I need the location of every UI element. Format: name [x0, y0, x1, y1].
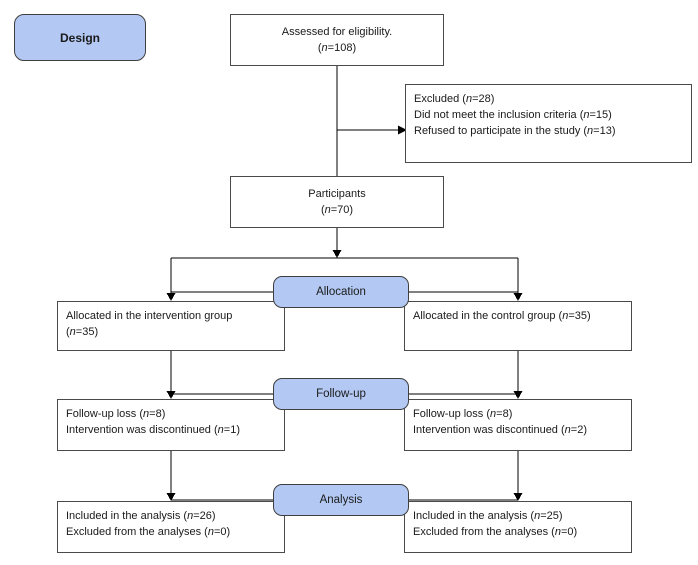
assessed-line1: Assessed for eligibility. — [281, 26, 393, 38]
arrow-down-icon — [513, 493, 523, 501]
allocation-control-box: Allocated in the control group (n=35) — [404, 301, 632, 351]
arrow-down-icon — [166, 293, 176, 301]
excluded-line2: Did not meet the inclusion criteria (n=1… — [414, 109, 612, 121]
stage-allocation: Allocation — [273, 276, 409, 308]
arrow-down-icon — [513, 293, 523, 301]
design-label-box: Design — [14, 14, 146, 61]
assessed-line2: (n=108) — [317, 42, 357, 54]
allocation-intervention-line2: (n=35) — [66, 326, 99, 338]
allocation-control-line1: Allocated in the control group (n=35) — [413, 310, 591, 322]
excluded-line3: Refused to participate in the study (n=1… — [414, 125, 616, 137]
followup-intervention-box: Follow-up loss (n=8) Intervention was di… — [57, 399, 285, 451]
design-label: Design — [59, 30, 100, 45]
allocation-intervention-line1: Allocated in the intervention group — [66, 310, 233, 322]
allocation-intervention-box: Allocated in the intervention group (n=3… — [57, 301, 285, 351]
followup-intervention-line2: Intervention was discontinued (n=1) — [66, 424, 240, 436]
analysis-intervention-box: Included in the analysis (n=26) Excluded… — [57, 501, 285, 553]
analysis-control-line1: Included in the analysis (n=25) — [413, 510, 563, 522]
participants-box: Participants (n=70) — [230, 176, 444, 228]
analysis-control-line2: Excluded from the analyses (n=0) — [413, 526, 578, 538]
arrow-down-icon — [332, 250, 342, 258]
stage-analysis: Analysis — [273, 484, 409, 516]
stage-allocation-label: Allocation — [316, 286, 366, 298]
arrow-down-icon — [166, 493, 176, 501]
arrowhead-icons — [166, 125, 523, 501]
assessed-box: Assessed for eligibility. (n=108) — [230, 14, 444, 66]
followup-intervention-line1: Follow-up loss (n=8) — [66, 408, 166, 420]
stage-followup-label: Follow-up — [316, 388, 366, 400]
participants-line1: Participants — [308, 188, 366, 200]
followup-control-line2: Intervention was discontinued (n=2) — [413, 424, 587, 436]
arrow-down-icon — [513, 391, 523, 399]
participants-line2: (n=70) — [320, 204, 354, 216]
stage-followup: Follow-up — [273, 378, 409, 410]
arrow-right-icon — [398, 125, 407, 135]
arrow-down-icon — [166, 391, 176, 399]
excluded-box: Excluded (n=28) Did not meet the inclusi… — [405, 84, 692, 163]
analysis-intervention-line1: Included in the analysis (n=26) — [66, 510, 216, 522]
analysis-control-box: Included in the analysis (n=25) Excluded… — [404, 501, 632, 553]
followup-control-line1: Follow-up loss (n=8) — [413, 408, 513, 420]
excluded-line1: Excluded (n=28) — [414, 93, 495, 105]
stage-analysis-label: Analysis — [319, 494, 363, 506]
followup-control-box: Follow-up loss (n=8) Intervention was di… — [404, 399, 632, 451]
analysis-intervention-line2: Excluded from the analyses (n=0) — [66, 526, 231, 538]
